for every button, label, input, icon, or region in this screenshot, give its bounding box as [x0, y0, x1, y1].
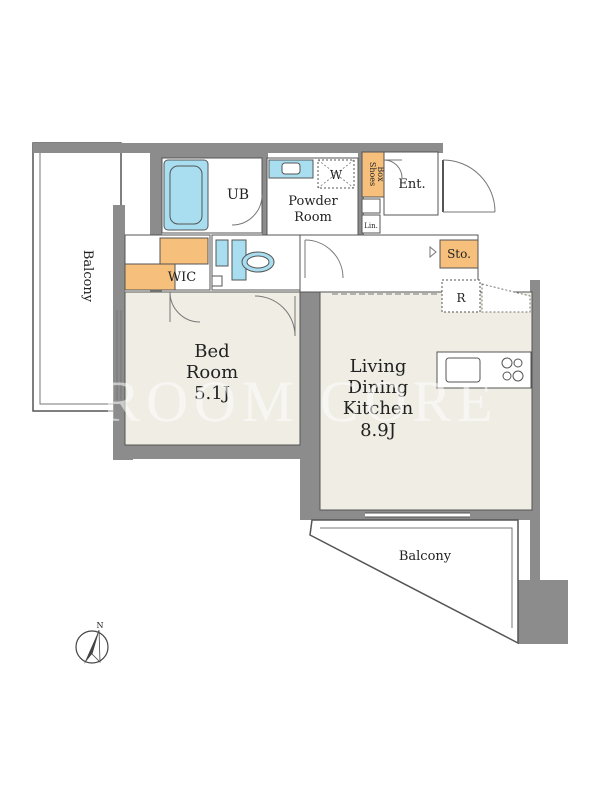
- entrance: Ent.: [383, 151, 496, 216]
- shoes-box-label-1: Shoes: [368, 162, 377, 186]
- compass: N: [75, 621, 109, 664]
- washer-label: W: [330, 168, 343, 182]
- ldk-label-4: 8.9J: [360, 420, 396, 441]
- ub-label: UB: [227, 187, 249, 203]
- storage-label: Sto.: [447, 247, 471, 261]
- balcony-left: Balcony: [32, 142, 122, 412]
- bedroom-label-3: 5.1J: [194, 383, 230, 404]
- balcony-bottom-label: Balcony: [399, 549, 452, 564]
- shoes-box: Shoes Box: [361, 151, 385, 198]
- balcony-bottom: Balcony: [309, 519, 519, 645]
- ldk-label-3: Kitchen: [343, 398, 414, 419]
- compass-north-label: N: [97, 621, 104, 630]
- walk-in-closet: WIC: [124, 234, 211, 291]
- ldk-label-1: Living: [350, 356, 407, 377]
- bedroom-label-2: Room: [186, 362, 238, 383]
- ldk: R Living Dining Kitchen 8.9J: [319, 279, 533, 518]
- entrance-label: Ent.: [398, 177, 425, 192]
- walls: [33, 143, 568, 644]
- toilet-room: [211, 234, 301, 291]
- wic-label: WIC: [168, 270, 196, 285]
- watermark: ROOM CORE: [101, 369, 498, 434]
- bedroom-label-1: Bed: [194, 341, 229, 362]
- powder-room-label-1: Powder: [288, 194, 338, 209]
- ldk-label-2: Dining: [348, 377, 409, 398]
- balcony-left-label: Balcony: [80, 250, 95, 303]
- unit-bath: UB: [161, 157, 263, 234]
- storage: Sto.: [429, 239, 479, 269]
- shoes-box-label-2: Box: [376, 166, 385, 182]
- powder-room-label-2: Room: [294, 210, 332, 225]
- refrigerator-label: R: [456, 291, 466, 305]
- powder-room: W Powder Room: [231, 157, 359, 236]
- linen-label: Lin.: [364, 222, 378, 230]
- linen-closet: Lin.: [361, 198, 381, 234]
- bedroom: Bed Room 5.1J: [116, 291, 301, 446]
